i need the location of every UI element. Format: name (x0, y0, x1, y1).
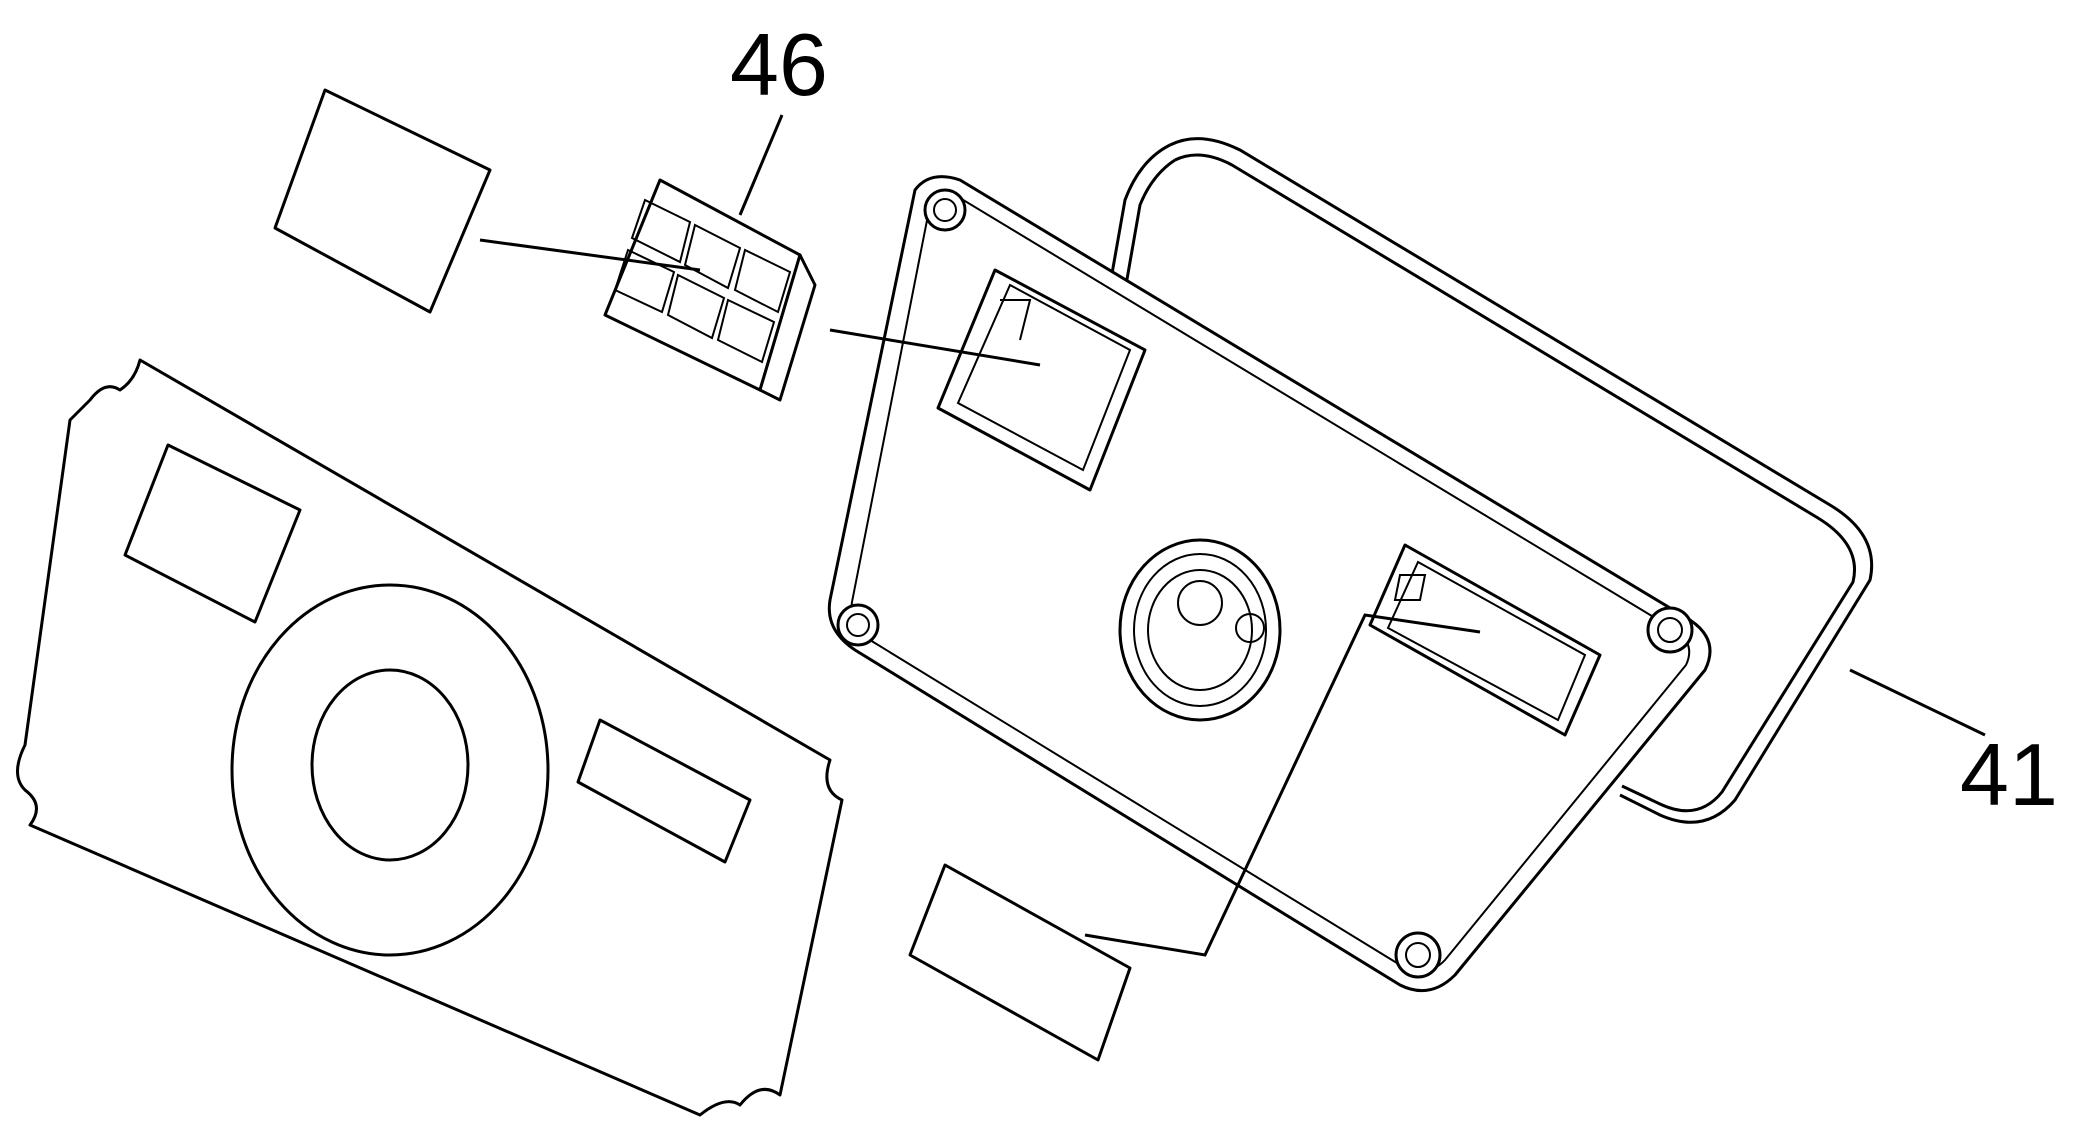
adhesive-pad-bottom (908, 863, 1132, 1062)
mounting-hole-right (1646, 606, 1694, 654)
gasket-ring (1108, 137, 1874, 824)
central-knob (1118, 538, 1282, 722)
leader-46 (738, 114, 784, 216)
leader-lines (479, 114, 1986, 957)
upper-window (936, 268, 1147, 492)
right-slot (1368, 543, 1602, 737)
mounting-hole-bottom-left (836, 603, 880, 647)
leader-pad-to-slot (1084, 613, 1481, 957)
reference-label-41: 41 (1960, 725, 2058, 824)
front-overlay (16, 358, 844, 1117)
leader-insert-to-window (829, 328, 1041, 367)
leader-41 (1849, 668, 1986, 737)
cap-insert (603, 178, 817, 402)
mounting-hole-top-left (923, 188, 967, 232)
inner-ring (310, 668, 470, 862)
cover-plate (827, 175, 1712, 993)
adhesive-pad-top (273, 88, 492, 314)
display-window-right (576, 718, 752, 864)
display-window-left (123, 443, 302, 624)
reference-label-46: 46 (730, 15, 828, 114)
leader-pad-to-insert (479, 238, 701, 272)
mounting-hole-bottom (1394, 931, 1442, 979)
